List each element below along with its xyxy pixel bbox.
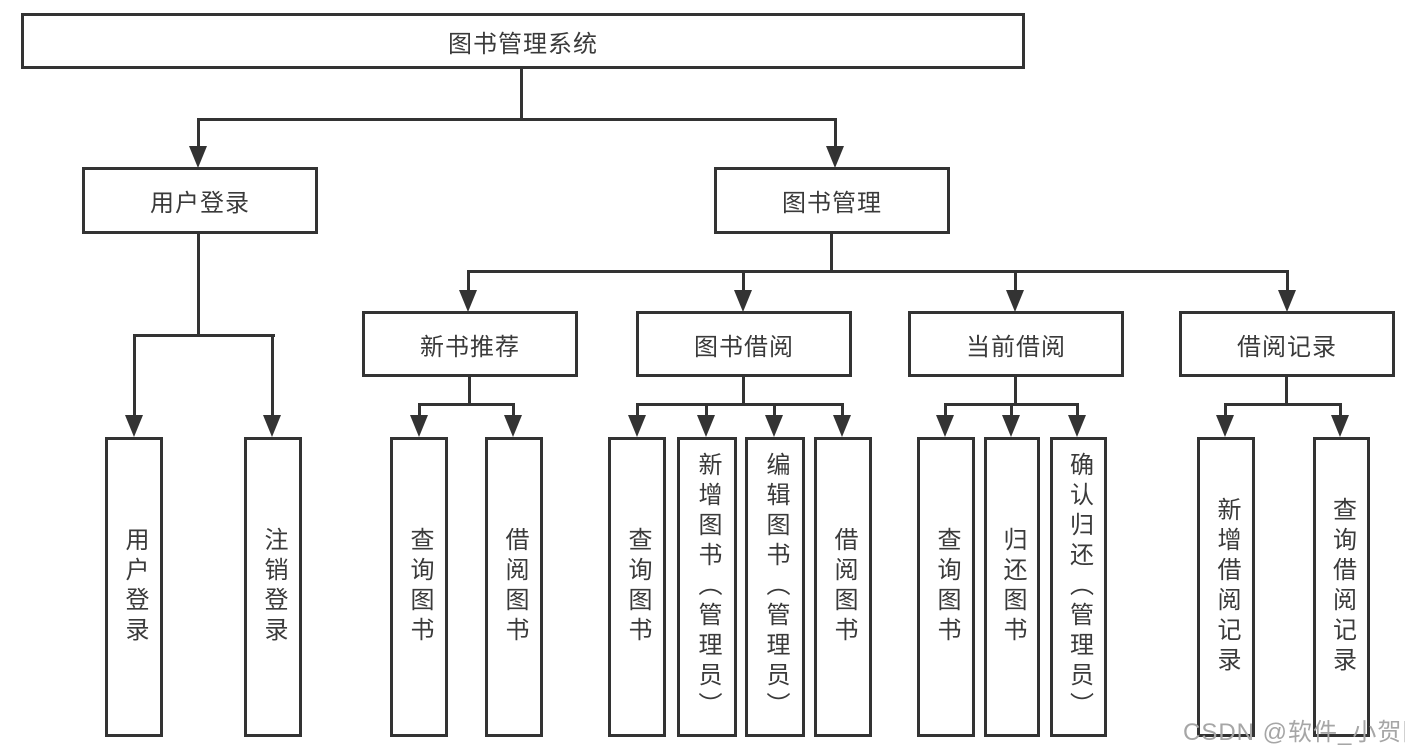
arrow-down-icon xyxy=(1006,290,1024,312)
node-user-login: 用户登录 xyxy=(82,167,318,234)
connector-line xyxy=(1224,403,1227,417)
connector-line xyxy=(1010,403,1013,417)
arrow-down-icon xyxy=(1068,415,1086,437)
leaf-borrow-books: 借阅图书 xyxy=(814,437,872,737)
leaf-label: 新增图书（管理员） xyxy=(694,452,721,722)
leaf-label: 新增借阅记录 xyxy=(1213,497,1240,677)
leaf-label: 查询图书 xyxy=(624,527,651,647)
connector-line xyxy=(1285,377,1288,406)
leaf-label: 归还图书 xyxy=(999,527,1026,647)
connector-line xyxy=(467,270,1289,273)
connector-line xyxy=(271,334,274,418)
arrow-down-icon xyxy=(504,415,522,437)
node-new-book-recommend: 新书推荐 xyxy=(362,311,578,377)
leaf-user-login: 用户登录 xyxy=(105,437,163,737)
connector-line xyxy=(1076,403,1079,417)
connector-line xyxy=(834,118,837,148)
connector-line xyxy=(512,403,515,417)
connector-line xyxy=(520,68,523,120)
arrow-down-icon xyxy=(697,415,715,437)
watermark: CSDN @软件_小贺同学 xyxy=(1183,719,1405,746)
leaf-add-book-admin: 新增图书（管理员） xyxy=(677,437,737,737)
node-book-management: 图书管理 xyxy=(714,167,950,234)
leaf-query-books: 查询图书 xyxy=(917,437,975,737)
connector-line xyxy=(1014,270,1017,294)
connector-line xyxy=(1225,403,1342,406)
leaf-return-books: 归还图书 xyxy=(984,437,1040,737)
connector-line xyxy=(1014,377,1017,406)
connector-line xyxy=(742,270,745,294)
arrow-down-icon xyxy=(410,415,428,437)
arrow-down-icon xyxy=(833,415,851,437)
connector-line xyxy=(197,118,200,148)
leaf-label: 注销登录 xyxy=(260,527,287,647)
arrow-down-icon xyxy=(263,415,281,437)
leaf-label: 编辑图书（管理员） xyxy=(762,452,789,722)
connector-line xyxy=(636,403,639,417)
connector-line xyxy=(742,377,745,406)
connector-line xyxy=(1339,403,1342,417)
leaf-label: 借阅图书 xyxy=(830,527,857,647)
connector-line xyxy=(418,403,421,417)
leaf-add-borrow-record: 新增借阅记录 xyxy=(1197,437,1255,737)
leaf-label: 查询图书 xyxy=(933,527,960,647)
node-library-system: 图书管理系统 xyxy=(21,13,1025,69)
leaf-label: 查询图书 xyxy=(406,527,433,647)
leaf-label: 借阅图书 xyxy=(501,527,528,647)
arrow-down-icon xyxy=(1216,415,1234,437)
connector-line xyxy=(1286,270,1289,294)
connector-line xyxy=(705,403,708,417)
arrow-down-icon xyxy=(1278,290,1296,312)
connector-line xyxy=(197,233,200,337)
arrow-down-icon xyxy=(628,415,646,437)
connector-line xyxy=(841,403,844,417)
arrow-down-icon xyxy=(189,146,207,168)
connector-line xyxy=(773,403,776,417)
leaf-query-borrow-record: 查询借阅记录 xyxy=(1313,437,1370,737)
leaf-label: 确认归还（管理员） xyxy=(1065,452,1093,722)
arrow-down-icon xyxy=(1331,415,1349,437)
leaf-label: 查询借阅记录 xyxy=(1328,497,1356,677)
connector-line xyxy=(944,403,947,417)
leaf-edit-book-admin: 编辑图书（管理员） xyxy=(745,437,805,737)
node-book-borrow: 图书借阅 xyxy=(636,311,852,377)
leaf-label: 用户登录 xyxy=(121,527,148,647)
node-borrow-records: 借阅记录 xyxy=(1179,311,1395,377)
connector-line xyxy=(133,334,136,418)
leaf-logout: 注销登录 xyxy=(244,437,302,737)
connector-line xyxy=(467,270,470,294)
arrow-down-icon xyxy=(125,415,143,437)
leaf-query-books: 查询图书 xyxy=(608,437,666,737)
connector-line xyxy=(418,403,515,406)
arrow-down-icon xyxy=(936,415,954,437)
arrow-down-icon xyxy=(734,290,752,312)
connector-line xyxy=(197,118,837,121)
arrow-down-icon xyxy=(1002,415,1020,437)
connector-line xyxy=(133,334,275,337)
connector-line xyxy=(830,233,833,273)
node-current-borrow: 当前借阅 xyxy=(908,311,1124,377)
leaf-confirm-return-admin: 确认归还（管理员） xyxy=(1050,437,1107,737)
arrow-down-icon xyxy=(826,146,844,168)
leaf-borrow-books: 借阅图书 xyxy=(485,437,543,737)
arrow-down-icon xyxy=(459,290,477,312)
arrow-down-icon xyxy=(765,415,783,437)
connector-line xyxy=(636,403,844,406)
connector-line xyxy=(468,377,471,406)
leaf-query-books: 查询图书 xyxy=(390,437,448,737)
